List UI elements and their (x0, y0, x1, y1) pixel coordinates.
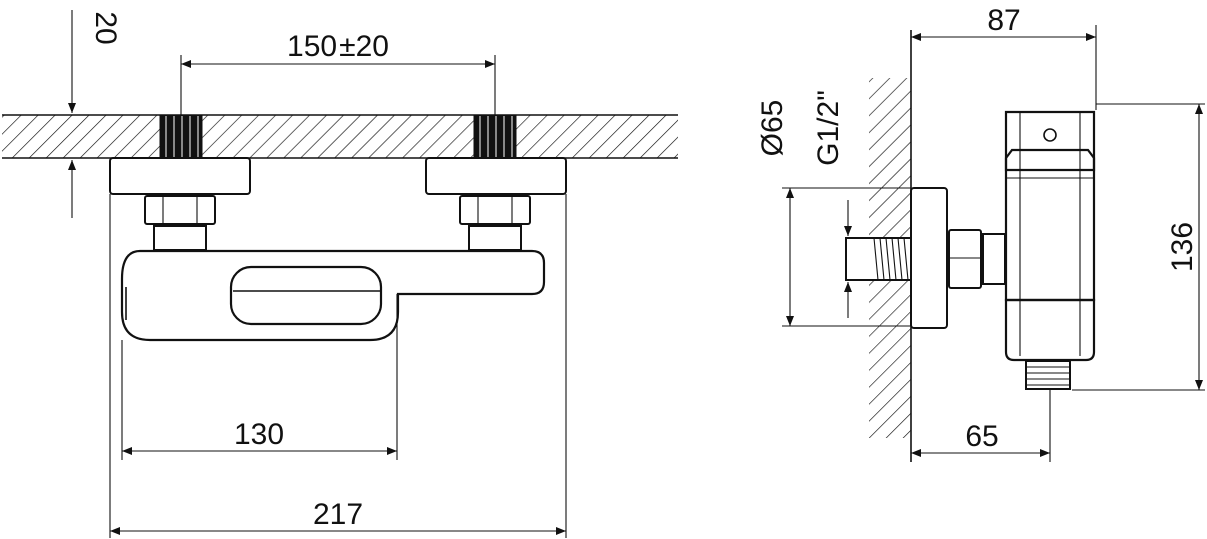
svg-text:150±20: 150±20 (287, 30, 389, 63)
side-outlet-thread (1025, 360, 1071, 390)
dim-side-height: 136 (1166, 222, 1199, 272)
dim-inlet-tolerance: 20 (356, 30, 389, 63)
dim-inlet-spacing: 150 (287, 30, 337, 63)
dim-handle-length: 130 (234, 418, 284, 451)
dim-side-depth: 87 (987, 4, 1020, 37)
dim-tolerance-symbol: ± (339, 30, 355, 63)
left-hex-nut (144, 195, 216, 251)
side-hex-nut (948, 229, 982, 289)
wall-section (2, 115, 678, 158)
dim-wall-thickness: 20 (89, 11, 122, 44)
dim-overall-width: 217 (313, 498, 363, 531)
side-view: 87 136 65 Ø65 G1/2" (756, 4, 1205, 462)
handle-window (229, 265, 383, 326)
right-hex-nut (459, 195, 531, 251)
side-flange (910, 187, 948, 329)
right-cover-plate (425, 157, 567, 195)
right-inlet-thread (473, 115, 517, 158)
dim-outlet-offset: 65 (965, 420, 998, 453)
left-inlet-thread (159, 115, 203, 158)
side-mixer-body (1004, 110, 1096, 362)
front-view: 20 150±20 130 217 (2, 10, 678, 538)
dim-thread-spec: G1/2" (812, 90, 845, 166)
side-inlet-thread (845, 237, 913, 281)
dim-flange-diameter: Ø65 (756, 100, 789, 157)
mixer-body (120, 249, 546, 342)
left-cover-plate (109, 157, 251, 195)
